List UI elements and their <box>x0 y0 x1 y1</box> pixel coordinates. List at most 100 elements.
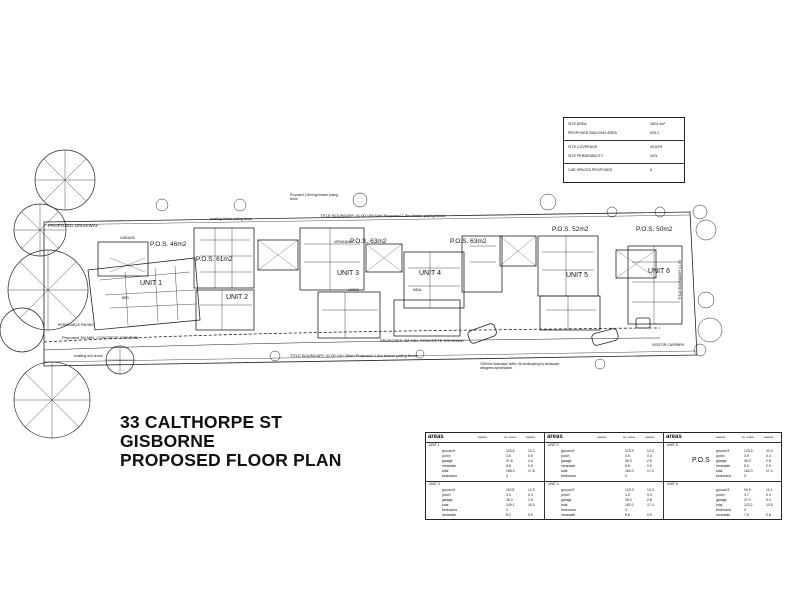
area-row-label: ground fl <box>561 449 575 453</box>
area-row-sqm: 162.0 <box>625 503 634 507</box>
area-row-squares: 2.8 <box>647 498 652 502</box>
squares2-header: squares <box>526 436 536 439</box>
area-row-sqm: 26.0 <box>625 498 632 502</box>
area-row-sqm: 3 <box>625 508 627 512</box>
area-row-sqm: 3.5 <box>744 454 749 458</box>
areas-heading: areas <box>666 434 682 440</box>
area-row-label: ground fl <box>716 449 730 453</box>
area-row-label: verandah <box>442 513 457 517</box>
area-row-squares: 0.9 <box>766 464 771 468</box>
area-row-sqm: 26.0 <box>506 498 513 502</box>
area-row-label: porch <box>716 493 725 497</box>
unit-2-outline <box>193 227 299 331</box>
site-row-value: 8 <box>650 168 652 172</box>
unit-areas-name: UNIT 4 <box>548 482 559 486</box>
area-row-squares: 17.4 <box>766 469 773 473</box>
area-row-label: verandah <box>561 513 576 517</box>
proposed-driveway-label: PROPOSED DRIVEWAY <box>48 223 99 228</box>
title-street: 33 CALTHORPE ST <box>120 412 283 432</box>
squares-header: squares <box>716 436 726 439</box>
area-row-squares: 10.1 <box>766 488 773 492</box>
area-row-sqm: 26.0 <box>625 459 632 463</box>
site-data-table: SITE AREA 2823.4m² PROPOSED BUILDING ARE… <box>563 117 685 183</box>
area-row-label: bedrooms <box>442 508 458 512</box>
area-row-squares: 2.8 <box>528 498 533 502</box>
meal-label: MEAL <box>413 288 423 292</box>
site-row-value: 925.2 <box>650 131 659 135</box>
area-row-sqm: 3 <box>506 474 508 478</box>
area-row-sqm: 8.6 <box>625 464 630 468</box>
existing-fence-bottom: existing w/o fence <box>74 354 103 358</box>
area-row-sqm: 2 <box>506 508 508 512</box>
area-row-label: verandah <box>716 464 731 468</box>
bed-label: BED <box>122 296 129 300</box>
area-row-label: garage <box>442 498 453 502</box>
area-row-sqm: 26.0 <box>744 459 751 463</box>
existing-fence-top: existing timber paling fence <box>210 217 253 221</box>
area-row-squares: 2.8 <box>647 459 652 463</box>
area-row-label: ground fl <box>442 449 456 453</box>
squares-header: squares <box>597 436 607 439</box>
living-label: LIVING <box>348 288 360 292</box>
area-row-label: total <box>442 503 449 507</box>
driveway <box>43 327 661 343</box>
area-row-squares: 0.4 <box>766 493 771 497</box>
area-row-label: total <box>716 469 723 473</box>
unit-areas-name: UNIT 2 <box>548 443 559 447</box>
area-row-sqm: 162.0 <box>744 469 753 473</box>
area-row-label: total <box>561 469 568 473</box>
area-row-squares: 0.4 <box>766 454 771 458</box>
site-row-value: 45.63% <box>650 145 663 149</box>
area-row-squares: 17.4 <box>647 469 654 473</box>
area-row-sqm: 165.3 <box>506 469 515 473</box>
area-row-label: porch <box>442 454 451 458</box>
area-row-squares: 2.8 <box>766 459 771 463</box>
sqm-header: sq. metres <box>623 436 636 439</box>
areas-column-1: areas squares sq. metres squares UNIT 1 … <box>426 433 544 519</box>
area-row-squares: 0.9 <box>528 513 533 517</box>
title-plan-type: PROPOSED FLOOR PLAN <box>120 450 342 470</box>
sqm-header: sq. metres <box>504 436 517 439</box>
area-row-label: bedrooms <box>716 508 732 512</box>
pos-label-1: P.O.S. 46m2 <box>150 241 187 248</box>
area-row-label: porch <box>561 493 570 497</box>
unit-areas-name: UNIT 3 <box>429 482 440 486</box>
site-row: SITE AREA 2823.4m² <box>568 122 680 128</box>
area-row-sqm: 3.5 <box>506 454 511 458</box>
site-row-label: PROPOSED BUILDING AREA <box>568 131 617 135</box>
area-row-squares: 13.3 <box>647 488 654 492</box>
area-row-sqm: 37.6 <box>506 459 513 463</box>
area-row-label: porch <box>442 493 451 497</box>
area-row-label: porch <box>561 454 570 458</box>
area-row-sqm: 123.2 <box>744 503 753 507</box>
sqm-header: sq. metres <box>742 436 755 439</box>
site-row-label: SITE AREA <box>568 122 587 126</box>
garage-label: GARAGE <box>120 236 135 240</box>
area-row-sqm: 3 <box>744 474 746 478</box>
site-row-value: 34% <box>650 154 658 158</box>
area-row-squares: 4.0 <box>528 459 533 463</box>
area-row-label: ground fl <box>716 488 730 492</box>
areas-heading: areas <box>428 434 444 440</box>
area-row-squares: 17.8 <box>528 469 535 473</box>
concrete-driveway-mid: PROPOSED 3M MIN. CONCRETE DRIVEWAY <box>380 338 465 343</box>
squares-header: squares <box>478 436 488 439</box>
area-row-sqm: 123.8 <box>506 449 515 453</box>
areas-table: areas squares sq. metres squares UNIT 1 … <box>425 432 782 520</box>
area-row-label: bedrooms <box>716 474 732 478</box>
areas-heading: areas <box>547 434 563 440</box>
permeable-paving: PERMEABLE PAVING <box>58 323 95 327</box>
pos-label-4: P.O.S. 63m2 <box>450 238 487 245</box>
area-row-sqm: 123.9 <box>744 449 753 453</box>
area-row-label: ground fl <box>561 488 575 492</box>
area-row-sqm: 7.5 <box>744 513 749 517</box>
areas-column-2: areas squares sq. metres squares UNIT 2 … <box>545 433 663 519</box>
area-row-sqm: 149.1 <box>506 503 515 507</box>
area-row-label: garage <box>561 459 572 463</box>
unit-4-outline <box>393 235 537 337</box>
area-row-squares: 17.4 <box>647 503 654 507</box>
veranda-label: VERANDAH <box>334 240 353 244</box>
pos-label-5: P.O.S. 52m2 <box>552 226 589 233</box>
area-row-squares: 0.4 <box>647 454 652 458</box>
